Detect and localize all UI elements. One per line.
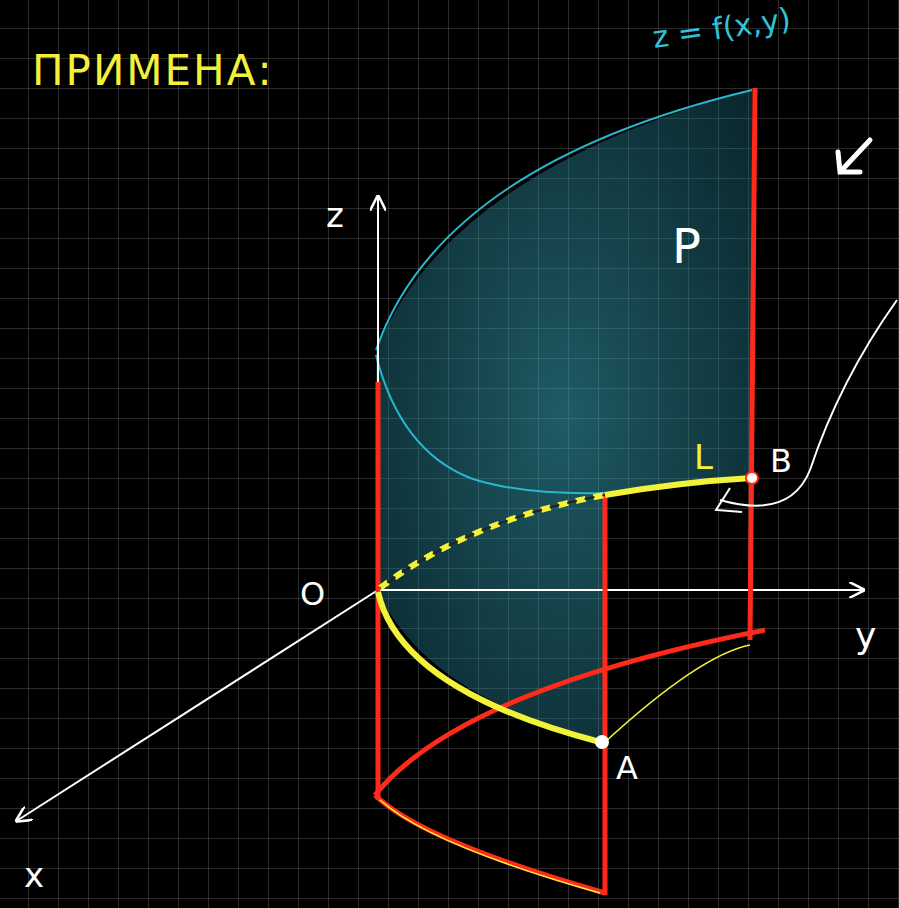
red-vertical <box>750 88 755 640</box>
surface-lower-edge <box>376 355 605 493</box>
axis-label: z <box>326 198 344 232</box>
red-base-curve <box>375 630 765 795</box>
surface-label: P <box>672 222 701 270</box>
red-vertical <box>376 382 381 800</box>
curve-l-hidden-gap <box>380 495 605 588</box>
point-label: A <box>616 752 638 784</box>
axis-label: x <box>24 858 44 892</box>
origin-label: O <box>300 578 325 610</box>
point-label: B <box>770 445 792 477</box>
leader-arrowhead <box>716 488 742 512</box>
red-vertical <box>603 493 608 895</box>
pointer-arrow <box>838 140 870 172</box>
curve-l <box>605 478 752 495</box>
axis-label: y <box>855 618 876 654</box>
point-b <box>746 472 758 484</box>
x-axis <box>18 590 378 820</box>
yellow-trace <box>605 645 750 742</box>
curve-label: L <box>694 440 713 474</box>
y-axis <box>378 589 862 591</box>
yellow-trace <box>380 800 600 893</box>
heading: ПРИМЕНА: <box>32 50 274 92</box>
leader-curve <box>720 300 897 506</box>
curve-l-hidden <box>380 495 605 588</box>
surface-top-edge <box>376 90 752 350</box>
plane-curve <box>378 592 600 742</box>
point-a <box>595 735 609 749</box>
red-base-curve <box>375 795 605 893</box>
